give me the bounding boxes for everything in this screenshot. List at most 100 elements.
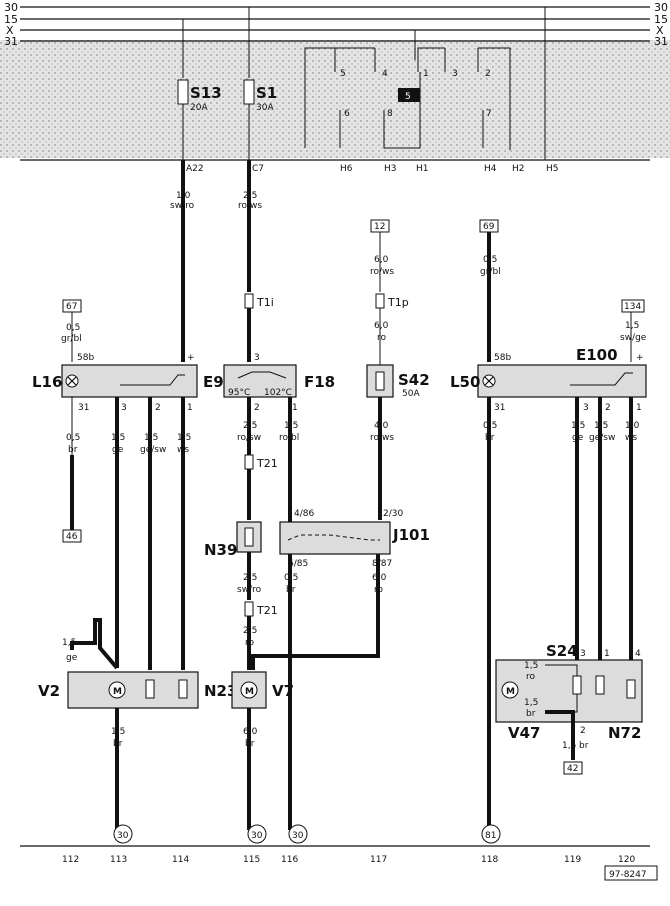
svg-text:gr/bl: gr/bl <box>61 334 82 344</box>
svg-text:T1i: T1i <box>256 296 274 309</box>
relay-pin-5: 5 <box>340 69 346 79</box>
svg-text:H5: H5 <box>546 164 559 174</box>
svg-text:6,0: 6,0 <box>372 573 387 583</box>
svg-text:0,5: 0,5 <box>483 255 497 265</box>
svg-text:1: 1 <box>187 403 193 413</box>
svg-text:1,5: 1,5 <box>524 698 538 708</box>
svg-text:30: 30 <box>251 831 263 841</box>
svg-text:br: br <box>68 445 78 455</box>
t1p-connector <box>375 293 385 309</box>
svg-text:S1: S1 <box>256 84 277 102</box>
rail-label-30-left: 30 <box>4 1 18 14</box>
svg-text:4,0: 4,0 <box>374 421 389 431</box>
t21-connector-b <box>244 601 254 617</box>
v7-motor-icon <box>240 681 258 699</box>
svg-text:2: 2 <box>254 403 260 413</box>
svg-text:1,0: 1,0 <box>625 421 640 431</box>
s24-label: S24 <box>546 642 578 660</box>
relay-pin-2: 2 <box>485 69 491 79</box>
svg-text:30: 30 <box>292 831 304 841</box>
fuse-s1: S1 30A <box>243 7 277 160</box>
relay-pin-1: 1 <box>423 69 429 79</box>
svg-text:sw/ge: sw/ge <box>620 333 647 343</box>
svg-text:2,5: 2,5 <box>243 421 257 431</box>
relay-pin-8: 8 <box>387 109 393 119</box>
svg-text:ge: ge <box>112 445 124 455</box>
svg-text:113: 113 <box>110 855 127 865</box>
svg-text:ro: ro <box>245 638 255 648</box>
svg-text:0,5: 0,5 <box>284 573 298 583</box>
svg-text:58b: 58b <box>494 353 511 363</box>
svg-text:1,5: 1,5 <box>562 741 576 751</box>
svg-text:2: 2 <box>580 726 586 736</box>
svg-text:H2: H2 <box>512 164 525 174</box>
v2-label: V2 <box>38 682 60 700</box>
svg-text:134: 134 <box>624 302 641 312</box>
svg-text:3: 3 <box>583 403 589 413</box>
svg-text:3: 3 <box>254 353 260 363</box>
svg-text:1,5: 1,5 <box>111 727 125 737</box>
e100-label: E100 <box>576 346 618 364</box>
svg-text:ro: ro <box>377 333 387 343</box>
supply-rails: 30 15 X 31 30 15 X 31 <box>4 1 668 48</box>
svg-text:0,5: 0,5 <box>66 433 80 443</box>
svg-text:br: br <box>485 433 495 443</box>
svg-text:30: 30 <box>117 831 129 841</box>
svg-text:1,5: 1,5 <box>62 638 76 648</box>
svg-text:ro: ro <box>374 585 384 595</box>
n39-label: N39 <box>204 541 237 559</box>
f18-thermo-switch <box>223 364 297 398</box>
svg-text:M: M <box>113 687 122 697</box>
relay-pin-6: 6 <box>344 109 350 119</box>
svg-text:sw/ro: sw/ro <box>170 201 195 211</box>
svg-text:1,5: 1,5 <box>111 433 125 443</box>
fuse-s13: S13 20A <box>177 19 222 160</box>
e100-switch-box <box>477 364 647 398</box>
svg-text:6,0: 6,0 <box>374 321 389 331</box>
svg-text:1,5: 1,5 <box>524 661 538 671</box>
t21-connector-a <box>244 454 254 470</box>
rail-label-x-right: X <box>656 24 664 37</box>
svg-text:br: br <box>526 709 536 719</box>
l50-label: L50 <box>450 373 480 391</box>
v2-motor-icon <box>108 681 126 699</box>
svg-text:T21: T21 <box>256 604 278 617</box>
svg-text:46: 46 <box>66 532 78 542</box>
svg-text:ro/ws: ro/ws <box>370 267 394 277</box>
svg-text:1: 1 <box>636 403 642 413</box>
svg-text:ro/bl: ro/bl <box>279 433 299 443</box>
svg-text:1,5: 1,5 <box>571 421 585 431</box>
s42-label: S42 <box>398 371 430 389</box>
e9-label: E9 <box>203 373 224 391</box>
relay-5-tag <box>398 88 420 102</box>
svg-text:sw/ro: sw/ro <box>237 585 262 595</box>
rail-label-15-left: 15 <box>4 13 18 26</box>
document-number-box <box>604 865 658 881</box>
svg-text:br: br <box>113 739 123 749</box>
svg-text:102°C: 102°C <box>264 388 292 398</box>
svg-text:1,5: 1,5 <box>177 433 191 443</box>
svg-text:+: + <box>636 353 644 363</box>
svg-text:T1p: T1p <box>387 296 409 309</box>
svg-text:8/87: 8/87 <box>372 559 392 569</box>
relay-pin-3: 3 <box>452 69 458 79</box>
relay-pin-7: 7 <box>486 109 492 119</box>
svg-text:4: 4 <box>635 649 641 659</box>
svg-text:118: 118 <box>481 855 498 865</box>
svg-text:C7: C7 <box>252 164 264 174</box>
current-track-numbers: 112 113 114 115 116 117 118 119 120 <box>62 855 635 865</box>
svg-text:2/30: 2/30 <box>383 509 403 519</box>
svg-text:ge/sw: ge/sw <box>140 445 166 455</box>
svg-text:3: 3 <box>121 403 127 413</box>
svg-text:2: 2 <box>605 403 611 413</box>
svg-text:30A: 30A <box>256 103 274 113</box>
v47-label: V47 <box>508 724 540 742</box>
f18-label: F18 <box>304 373 335 391</box>
v2-n23-box <box>67 671 199 709</box>
svg-text:H4: H4 <box>484 164 497 174</box>
svg-text:119: 119 <box>564 855 581 865</box>
svg-text:+: + <box>187 353 195 363</box>
ground-ref-4 <box>481 824 501 844</box>
svg-text:1,0: 1,0 <box>176 191 191 201</box>
svg-text:5: 5 <box>405 92 411 102</box>
